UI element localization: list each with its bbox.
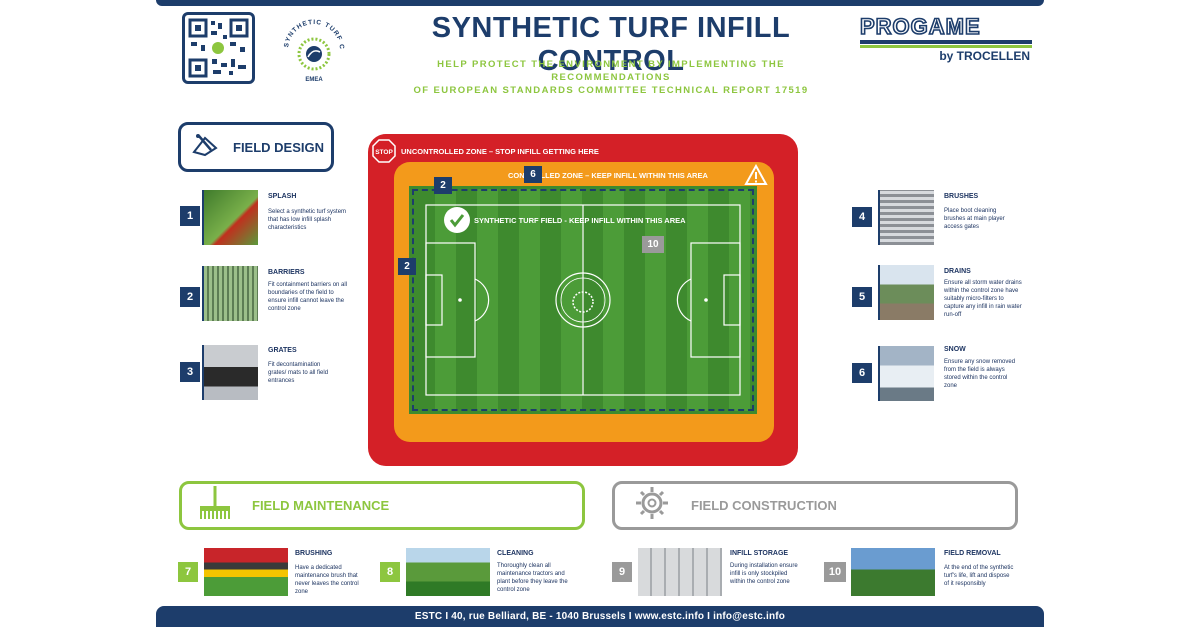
right-item-snow: 6 SNOW Ensure any snow removed from the … xyxy=(852,346,1022,416)
item-title: INFILL STORAGE xyxy=(730,550,789,557)
snow-photo xyxy=(878,346,934,401)
right-item-drains: 5 DRAINS Ensure all storm water drains w… xyxy=(852,265,1022,335)
pitch: SYNTHETIC TURF FIELD - KEEP INFILL WITHI… xyxy=(409,186,757,414)
stop-sign-icon: STOP xyxy=(372,139,396,163)
item-text: During installation ensure infill is onl… xyxy=(730,563,798,585)
brushing-photo xyxy=(204,548,288,596)
item-number: 7 xyxy=(178,562,198,582)
bottom-item-brushing: 7 BRUSHING Have a dedicated maintenance … xyxy=(178,548,378,618)
brush-photo xyxy=(878,190,934,245)
stc-logo: SYNTHETIC TURF COUNCIL EMEA xyxy=(271,5,354,85)
item-number: 3 xyxy=(180,362,200,382)
gear-icon xyxy=(633,484,671,527)
field-diagram: STOP UNCONTROLLED ZONE – STOP INFILL GET… xyxy=(368,134,798,466)
item-title: DRAINS xyxy=(944,268,971,275)
subtitle-line-1: HELP PROTECT THE ENVIRONMENT BY IMPLEMEN… xyxy=(437,59,785,83)
item-number: 5 xyxy=(852,287,872,307)
bottom-item-infill-storage: 9 INFILL STORAGE During installation ens… xyxy=(612,548,812,618)
section-label: FIELD DESIGN xyxy=(233,139,325,155)
item-number: 9 xyxy=(612,562,632,582)
council-name: SYNTHETIC TURF COUNCIL xyxy=(271,5,344,50)
check-icon xyxy=(444,207,470,233)
item-title: GRATES xyxy=(268,347,297,354)
bottom-item-cleaning: 8 CLEANING Thoroughly clean all maintena… xyxy=(380,548,580,618)
brand-line-green xyxy=(860,45,1032,48)
brand-by: by TROCELLEN xyxy=(939,49,1030,63)
marker-2-top: 2 xyxy=(434,177,452,194)
item-text: Fit decontamination grates/ mats to all … xyxy=(268,362,329,384)
item-number: 4 xyxy=(852,207,872,227)
item-text: Ensure all storm water drains within the… xyxy=(944,280,1022,318)
progame-logo: PROGAME by TROCELLEN xyxy=(856,13,1036,64)
item-title: CLEANING xyxy=(497,550,534,557)
item-text: Have a dedicated maintenance brush that … xyxy=(295,565,359,595)
splash-photo xyxy=(202,190,258,245)
subtitle-line-2: OF EUROPEAN STANDARDS COMMITTEE TECHNICA… xyxy=(413,85,809,96)
brand-line-navy xyxy=(860,40,1032,44)
pitch-label: SYNTHETIC TURF FIELD - KEEP INFILL WITHI… xyxy=(474,216,686,225)
barrier-photo xyxy=(202,266,258,321)
section-label: FIELD MAINTENANCE xyxy=(252,498,390,513)
bottom-item-field-removal: 10 FIELD REMOVAL At the end of the synth… xyxy=(824,548,1024,618)
item-title: BRUSHES xyxy=(944,193,979,200)
item-title: SNOW xyxy=(944,346,966,353)
item-text: Fit containment barriers on all boundari… xyxy=(268,282,348,312)
drain-photo xyxy=(878,265,934,320)
design-item-barriers: 2 BARRIERS Fit containment barriers on a… xyxy=(180,266,350,336)
marker-10-box: 10 xyxy=(642,236,664,253)
removal-photo xyxy=(851,548,935,596)
item-text: Thoroughly clean all maintenance tractor… xyxy=(497,563,568,593)
top-bar xyxy=(156,0,1044,6)
item-number: 10 xyxy=(824,562,846,582)
item-title: FIELD REMOVAL xyxy=(944,550,1001,557)
item-text: Select a synthetic turf system that has … xyxy=(268,209,347,231)
controlled-zone-label: CONTROLLED ZONE – KEEP INFILL WITHIN THI… xyxy=(508,171,708,180)
page-title: SYNTHETIC TURF INFILL CONTROL xyxy=(431,12,791,77)
svg-text:SYNTHETIC TURF COUNCIL: SYNTHETIC TURF COUNCIL xyxy=(274,10,345,50)
section-field-maintenance: FIELD MAINTENANCE xyxy=(179,481,585,530)
item-text: Ensure any snow removed from the field i… xyxy=(944,359,1016,389)
page-subtitle: HELP PROTECT THE ENVIRONMENT BY IMPLEMEN… xyxy=(386,58,836,97)
item-number: 2 xyxy=(180,287,200,307)
uncontrolled-zone-label: UNCONTROLLED ZONE – STOP INFILL GETTING … xyxy=(401,147,599,156)
design-item-splash: 1 SPLASH Select a synthetic turf system … xyxy=(180,190,350,260)
item-text: Place boot cleaning brushes at main play… xyxy=(944,208,1005,230)
item-number: 1 xyxy=(180,206,200,226)
grate-photo xyxy=(202,345,258,400)
item-title: BRUSHING xyxy=(295,550,333,557)
footer: ESTC I 40, rue Belliard, BE - 1040 Bruss… xyxy=(156,606,1044,627)
infographic-page: SYNTHETIC TURF COUNCIL EMEA SYNTHETIC TU… xyxy=(156,0,1044,627)
item-number: 8 xyxy=(380,562,400,582)
design-drawing-icon xyxy=(191,132,219,163)
brand-name: PROGAME xyxy=(859,13,981,40)
storage-photo xyxy=(638,548,722,596)
qr-code[interactable] xyxy=(182,12,255,84)
item-title: BARRIERS xyxy=(268,269,305,276)
right-item-brushes: 4 BRUSHES Place boot cleaning brushes at… xyxy=(852,190,1022,260)
council-region: EMEA xyxy=(305,77,323,83)
warning-icon xyxy=(744,163,768,186)
section-label: FIELD CONSTRUCTION xyxy=(691,498,837,513)
stop-text: STOP xyxy=(375,149,393,156)
section-field-design: FIELD DESIGN xyxy=(178,122,334,172)
item-text: At the end of the synthetic turf's life,… xyxy=(944,565,1014,587)
design-item-grates: 3 GRATES Fit decontamination grates/ mat… xyxy=(180,345,350,415)
item-number: 6 xyxy=(852,363,872,383)
marker-2-left: 2 xyxy=(398,258,416,275)
marker-6: 6 xyxy=(524,166,542,183)
broom-icon xyxy=(196,484,234,527)
cleaning-photo xyxy=(406,548,490,596)
item-title: SPLASH xyxy=(268,193,297,200)
section-field-construction: FIELD CONSTRUCTION xyxy=(612,481,1018,530)
